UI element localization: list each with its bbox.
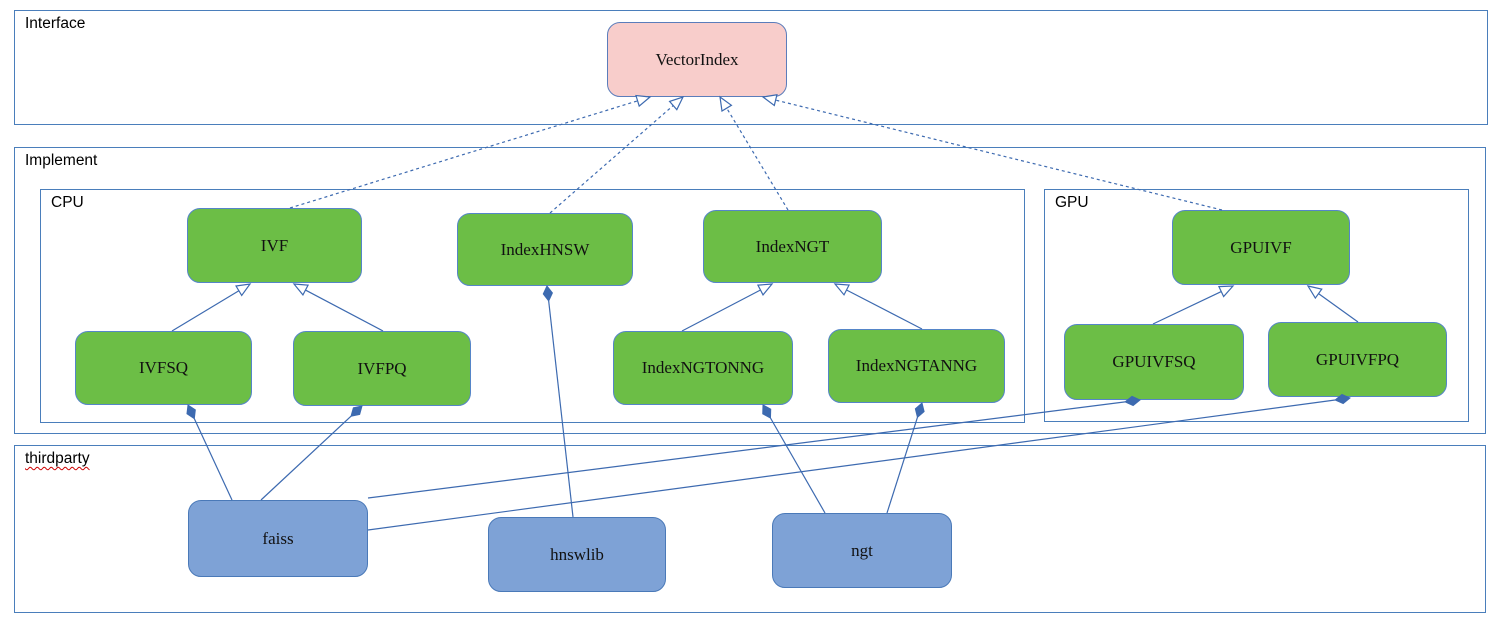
node-ivf[interactable]: IVF <box>187 208 362 283</box>
container-label-gpu[interactable]: GPU <box>1055 194 1089 211</box>
node-label-gpuivfpq: GPUIVFPQ <box>1315 349 1400 369</box>
node-vectorindex[interactable]: VectorIndex <box>607 22 787 97</box>
node-label-indexngt: IndexNGT <box>755 236 830 256</box>
node-label-indexngtanng: IndexNGTANNG <box>855 356 978 375</box>
node-gpuivfpq[interactable]: GPUIVFPQ <box>1268 322 1447 397</box>
node-label-hnswlib: hnswlib <box>550 544 604 564</box>
node-label-ivfpq: IVFPQ <box>357 358 407 378</box>
node-faiss[interactable]: faiss <box>188 500 368 577</box>
node-label-vectorindex: VectorIndex <box>655 49 739 69</box>
node-label-indexngtonng: IndexNGTONNG <box>641 358 765 377</box>
node-label-indexhnsw: IndexHNSW <box>500 239 590 259</box>
container-label-interface[interactable]: Interface <box>25 15 86 32</box>
node-label-faiss: faiss <box>262 528 294 548</box>
node-indexngtanng[interactable]: IndexNGTANNG <box>828 329 1005 403</box>
container-label-implement[interactable]: Implement <box>25 152 98 169</box>
node-label-gpuivfsq: GPUIVFSQ <box>1112 352 1196 371</box>
node-indexngt[interactable]: IndexNGT <box>703 210 882 283</box>
node-hnswlib[interactable]: hnswlib <box>488 517 666 592</box>
node-ivfpq[interactable]: IVFPQ <box>293 331 471 406</box>
node-gpuivfsq[interactable]: GPUIVFSQ <box>1064 324 1244 400</box>
node-label-ngt: ngt <box>851 540 873 560</box>
container-label-thirdparty[interactable]: thirdparty <box>25 450 90 467</box>
node-indexhnsw[interactable]: IndexHNSW <box>457 213 633 286</box>
node-ivfsq[interactable]: IVFSQ <box>75 331 252 405</box>
node-label-ivfsq: IVFSQ <box>138 358 189 377</box>
node-gpuivf[interactable]: GPUIVF <box>1172 210 1350 285</box>
node-label-ivf: IVF <box>260 235 289 255</box>
node-label-gpuivf: GPUIVF <box>1230 237 1292 257</box>
container-label-cpu[interactable]: CPU <box>51 194 84 211</box>
node-indexngtonng[interactable]: IndexNGTONNG <box>613 331 793 405</box>
node-ngt[interactable]: ngt <box>772 513 952 588</box>
